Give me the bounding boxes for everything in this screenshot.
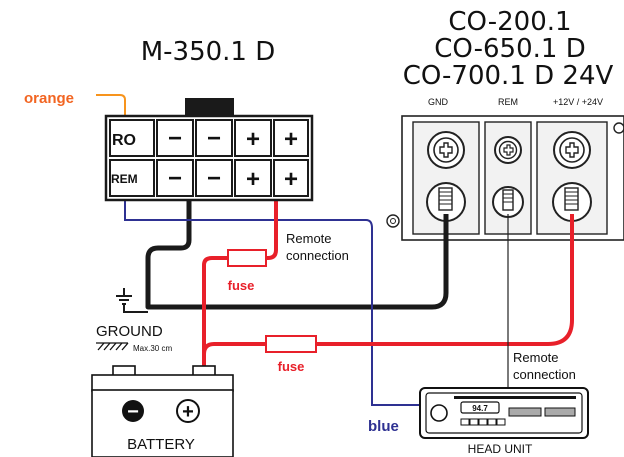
blue-wire-label: blue (368, 418, 399, 435)
ground-hatch-icon (96, 342, 129, 351)
fuse-label-1: fuse (228, 278, 255, 293)
battery-minus-icon: − (127, 401, 139, 423)
connector-pin-r1-4: + (246, 126, 260, 153)
red-power-wire-left (202, 198, 278, 368)
head-unit (419, 387, 589, 439)
connector-pin-r1-3: − (207, 125, 221, 152)
screw-gnd-icon (427, 131, 465, 169)
connector-pin-r2-3: − (207, 165, 221, 192)
battery-label: BATTERY (127, 436, 195, 453)
ground-label: GROUND (96, 323, 163, 340)
fuse-2 (265, 335, 317, 353)
blue-remote-wire (124, 198, 420, 406)
connector-pin-rem: REM (111, 172, 138, 186)
terminal-block (386, 115, 624, 241)
terminal-label-rem: REM (498, 97, 518, 107)
right-amp-title-3: CO-700.1 D 24V (403, 61, 614, 91)
ground-symbol-icon (116, 288, 148, 313)
remote-connection-label-1: Remote connection (286, 231, 349, 263)
battery (91, 365, 234, 457)
head-unit-label: HEAD UNIT (468, 442, 533, 456)
left-amp-title: M-350.1 D (141, 37, 276, 67)
orange-wire-label: orange (24, 90, 74, 107)
fuse-label-2: fuse (278, 359, 305, 374)
socket-rem-icon (492, 186, 524, 218)
connector-pin-ro: RO (112, 132, 136, 149)
screw-rem-icon (494, 136, 522, 164)
head-unit-display: 94.7 (472, 404, 488, 413)
red-power-wire-right (202, 214, 574, 368)
connector-pin-r2-5: + (284, 166, 298, 193)
connector-pin-r2-4: + (246, 166, 260, 193)
right-amp-title-2: CO-650.1 D (434, 34, 585, 64)
connector-pin-r1-2: − (168, 125, 182, 152)
fuse-1 (227, 249, 267, 267)
connector-pin-r2-2: − (168, 165, 182, 192)
battery-plus-icon: + (182, 401, 194, 423)
screw-power-icon (553, 131, 591, 169)
left-amp-connector (104, 98, 314, 202)
orange-wire (96, 94, 126, 118)
connector-pin-r1-5: + (284, 126, 298, 153)
remote-connection-label-2: Remote connection (513, 350, 576, 382)
ground-wire (145, 198, 449, 310)
terminal-label-gnd: GND (428, 97, 449, 107)
socket-gnd-icon (426, 182, 466, 222)
terminal-label-power: +12V / +24V (553, 97, 603, 107)
max-length-label: Max.30 cm (133, 344, 172, 353)
right-amp-title-1: CO-200.1 (448, 7, 571, 37)
